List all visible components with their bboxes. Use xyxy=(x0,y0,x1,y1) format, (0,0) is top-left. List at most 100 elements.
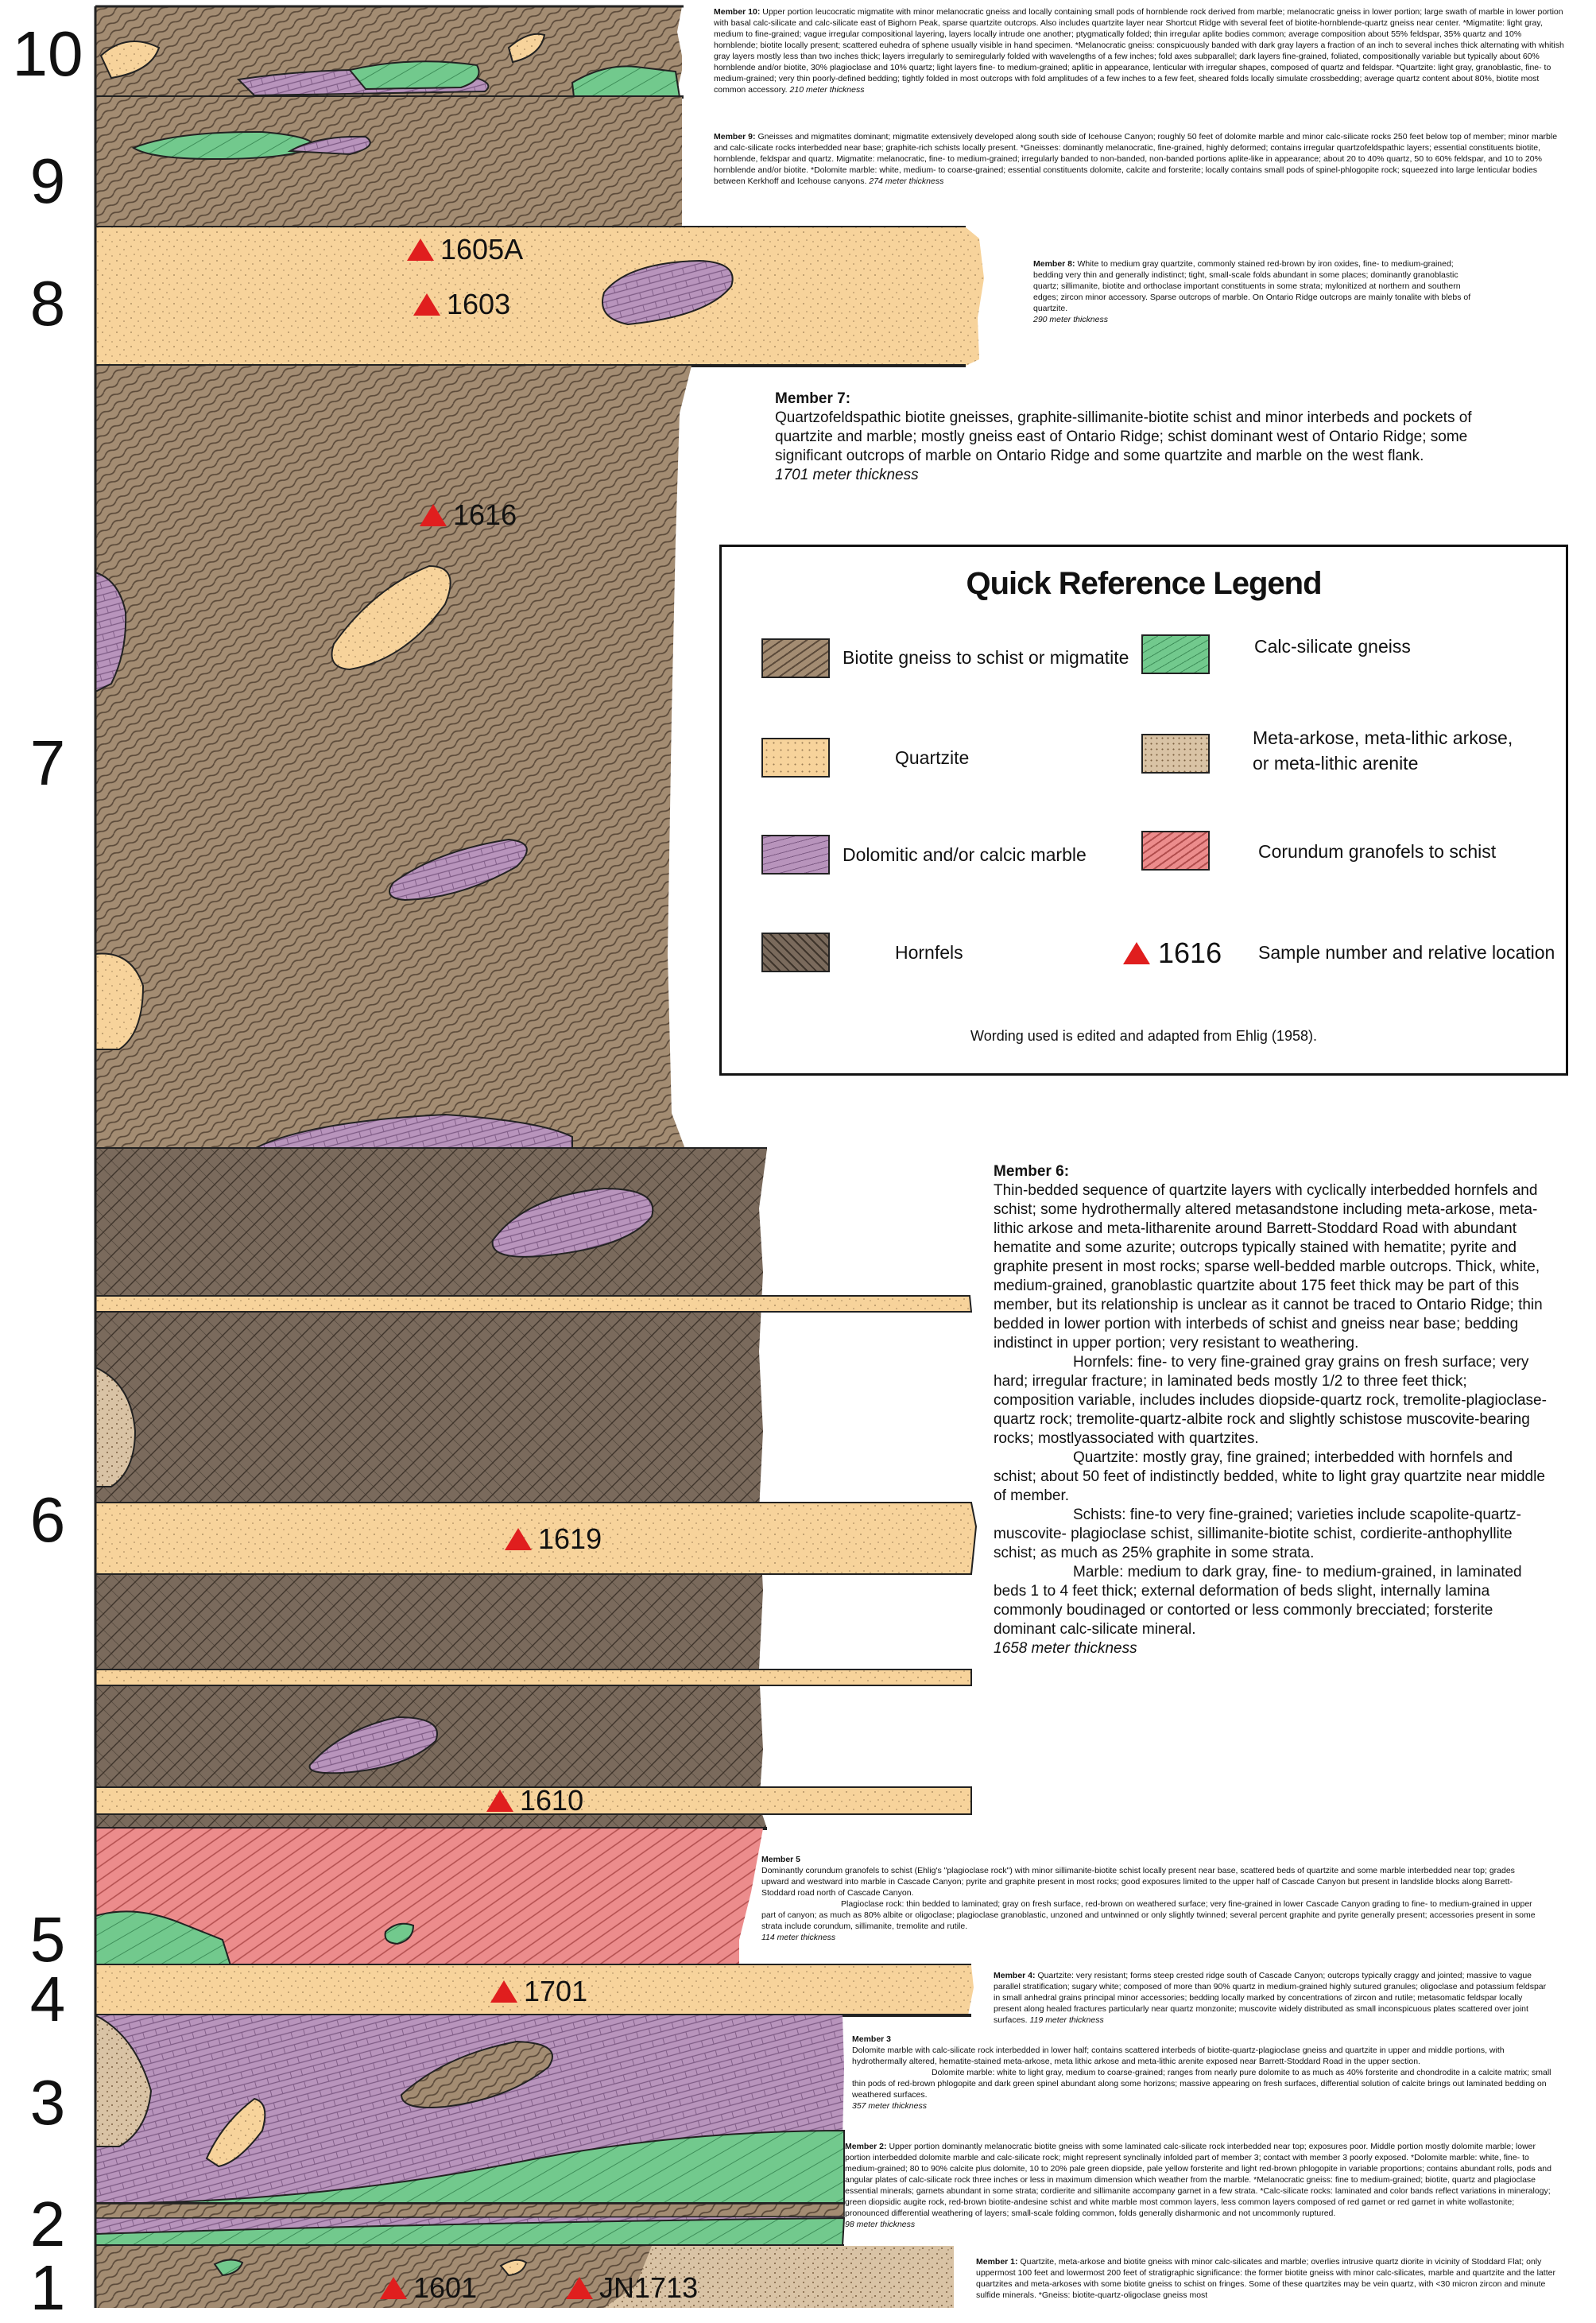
member-2-title: Member 2: xyxy=(845,2142,887,2151)
member-6-paragraph-5: Marble: medium to dark gray, fine- to me… xyxy=(994,1563,1550,1639)
legend-quartzite-swatch xyxy=(761,738,830,778)
member-5-title: Member 5 xyxy=(761,1854,1540,1865)
member-number-9: 9 xyxy=(0,149,95,213)
sample-1701: 1701 xyxy=(490,1977,587,2006)
legend-corundum-label: Corundum granofels to schist xyxy=(1258,840,1496,863)
legend-quartzite-label: Quartzite xyxy=(895,746,969,770)
member-5-thickness: 114 meter thickness xyxy=(761,1932,1540,1943)
legend-title: Quick Reference Legend xyxy=(722,566,1566,602)
member-9-description: Member 9: Gneisses and migmatites domina… xyxy=(714,131,1564,187)
legend-sample-label: Sample number and relative location xyxy=(1258,940,1555,964)
member-1-title: Member 1: xyxy=(976,2257,1018,2267)
member-number-3: 3 xyxy=(0,2071,95,2135)
sample-triangle-icon xyxy=(413,293,440,316)
member-5-description: Member 5 Dominantly corundum granofels t… xyxy=(761,1854,1540,1943)
member-6-paragraph-4: Schists: fine-to very fine-grained; vari… xyxy=(994,1506,1550,1563)
member-4-description: Member 4: Quartzite: very resistant; for… xyxy=(994,1970,1550,2026)
member-8-text: White to medium gray quartzite, commonly… xyxy=(1033,259,1470,313)
member-6-thickness: 1658 meter thickness xyxy=(994,1639,1550,1658)
sample-label: JN1713 xyxy=(599,2274,698,2302)
member-number-2: 2 xyxy=(0,2193,95,2256)
member-3-text: Dolomite marble with calc-silicate rock … xyxy=(852,2046,1505,2066)
legend-hornfels-label: Hornfels xyxy=(895,940,963,964)
sample-triangle-icon xyxy=(420,504,447,526)
legend-marble-swatch xyxy=(761,835,830,875)
sample-label: 1619 xyxy=(538,1525,602,1553)
member-6-paragraph-2: Hornfels: fine- to very fine-grained gra… xyxy=(994,1353,1550,1448)
legend-note: Wording used is edited and adapted from … xyxy=(722,1028,1566,1045)
member-10-thickness: 210 meter thickness xyxy=(790,85,865,95)
member-3-title: Member 3 xyxy=(852,2034,1551,2045)
sample-label: 1616 xyxy=(453,501,517,529)
legend-sample-marker: 1616 xyxy=(1123,937,1222,970)
member-3-layer xyxy=(95,2015,844,2204)
member-7-thickness: 1701 meter thickness xyxy=(775,466,1530,485)
member-number-6: 6 xyxy=(0,1488,95,1552)
member-number-8: 8 xyxy=(0,272,95,335)
member-number-4: 4 xyxy=(0,1968,95,2031)
member-10-description: Member 10: Upper portion leucocratic mig… xyxy=(714,6,1564,95)
sample-label: 1610 xyxy=(520,1786,583,1815)
sample-triangle-icon xyxy=(490,1980,517,2003)
member-7-layer xyxy=(95,366,767,1149)
member-6-title: Member 6: xyxy=(994,1162,1550,1181)
member-4-title: Member 4: xyxy=(994,1971,1036,1980)
member-8-thickness: 290 meter thickness xyxy=(1033,314,1478,325)
legend-marble-label: Dolomitic and/or calcic marble xyxy=(843,843,1087,867)
member-number-10: 10 xyxy=(0,22,95,86)
member-number-7: 7 xyxy=(0,731,95,795)
sample-1619: 1619 xyxy=(505,1525,602,1553)
member-2-text: Upper portion dominantly melanocratic bi… xyxy=(845,2142,1551,2218)
member-8-layer xyxy=(95,227,984,366)
legend-corundum-swatch xyxy=(1141,831,1210,871)
sample-1601: 1601 xyxy=(380,2274,477,2302)
sample-label: 1701 xyxy=(524,1977,587,2006)
member-1-description: Member 1: Quartzite, meta-arkose and bio… xyxy=(976,2256,1564,2307)
legend-arkose-label-2: or meta-lithic arenite xyxy=(1253,751,1418,775)
member-9-text: Gneisses and migmatites dominant; migmat… xyxy=(714,132,1557,186)
legend-hornfels-swatch xyxy=(761,933,830,972)
sample-label: 1601 xyxy=(413,2274,477,2302)
member-2-layer xyxy=(95,2204,844,2246)
sample-triangle-icon xyxy=(505,1528,532,1550)
member-6-layer xyxy=(95,1149,976,1829)
member-3-description: Member 3 Dolomite marble with calc-silic… xyxy=(852,2034,1551,2112)
legend-gneiss-swatch xyxy=(761,638,830,678)
member-7-text: Quartzofeldspathic biotite gneisses, gra… xyxy=(775,409,1472,464)
member-3-text-2: Dolomite marble: white to light gray, me… xyxy=(852,2067,1551,2100)
sample-triangle-icon xyxy=(486,1790,513,1812)
member-1-layer xyxy=(95,2246,954,2308)
member-8-description: Member 8: White to medium gray quartzite… xyxy=(1033,258,1478,325)
legend-arkose-swatch xyxy=(1141,734,1210,774)
member-6-description: Member 6: Thin-bedded sequence of quartz… xyxy=(994,1162,1550,1658)
legend-sample-triangle-icon xyxy=(1123,942,1150,964)
member-6-paragraph-1: Thin-bedded sequence of quartzite layers… xyxy=(994,1181,1550,1353)
member-4-thickness: 119 meter thickness xyxy=(1030,2015,1104,2025)
sample-triangle-icon xyxy=(566,2277,593,2299)
sample-triangle-icon xyxy=(380,2277,407,2299)
sample-1605a: 1605A xyxy=(407,235,523,264)
member-8-title: Member 8: xyxy=(1033,259,1075,269)
member-1-text: Quartzite, meta-arkose and biotite gneis… xyxy=(976,2257,1555,2300)
member-5-text-2: Plagioclase rock: thin bedded to laminat… xyxy=(761,1898,1540,1932)
legend-calcsilicate-label: Calc-silicate gneiss xyxy=(1254,634,1411,658)
member-6-paragraph-3: Quartzite: mostly gray, fine grained; in… xyxy=(994,1448,1550,1506)
member-3-thickness: 357 meter thickness xyxy=(852,2100,1551,2112)
sample-label: 1603 xyxy=(447,290,510,319)
sample-jn1713: JN1713 xyxy=(566,2274,698,2302)
member-2-description: Member 2: Upper portion dominantly melan… xyxy=(845,2141,1552,2230)
member-10-text: Upper portion leucocratic migmatite with… xyxy=(714,7,1564,95)
member-5-text: Dominantly corundum granofels to schist … xyxy=(761,1866,1515,1898)
member-10-title: Member 10: xyxy=(714,7,760,17)
member-9-title: Member 9: xyxy=(714,132,756,142)
member-7-description: Member 7: Quartzofeldspathic biotite gne… xyxy=(775,390,1530,485)
sample-1603: 1603 xyxy=(413,290,510,319)
quick-reference-legend: Quick Reference Legend Biotite gneiss to… xyxy=(719,545,1568,1076)
member-number-1: 1 xyxy=(0,2256,95,2320)
member-10-layer xyxy=(95,6,695,97)
member-7-title: Member 7: xyxy=(775,390,1530,409)
sample-1610: 1610 xyxy=(486,1786,583,1815)
legend-gneiss-label: Biotite gneiss to schist or migmatite xyxy=(843,646,1129,669)
sample-label: 1605A xyxy=(440,235,523,264)
